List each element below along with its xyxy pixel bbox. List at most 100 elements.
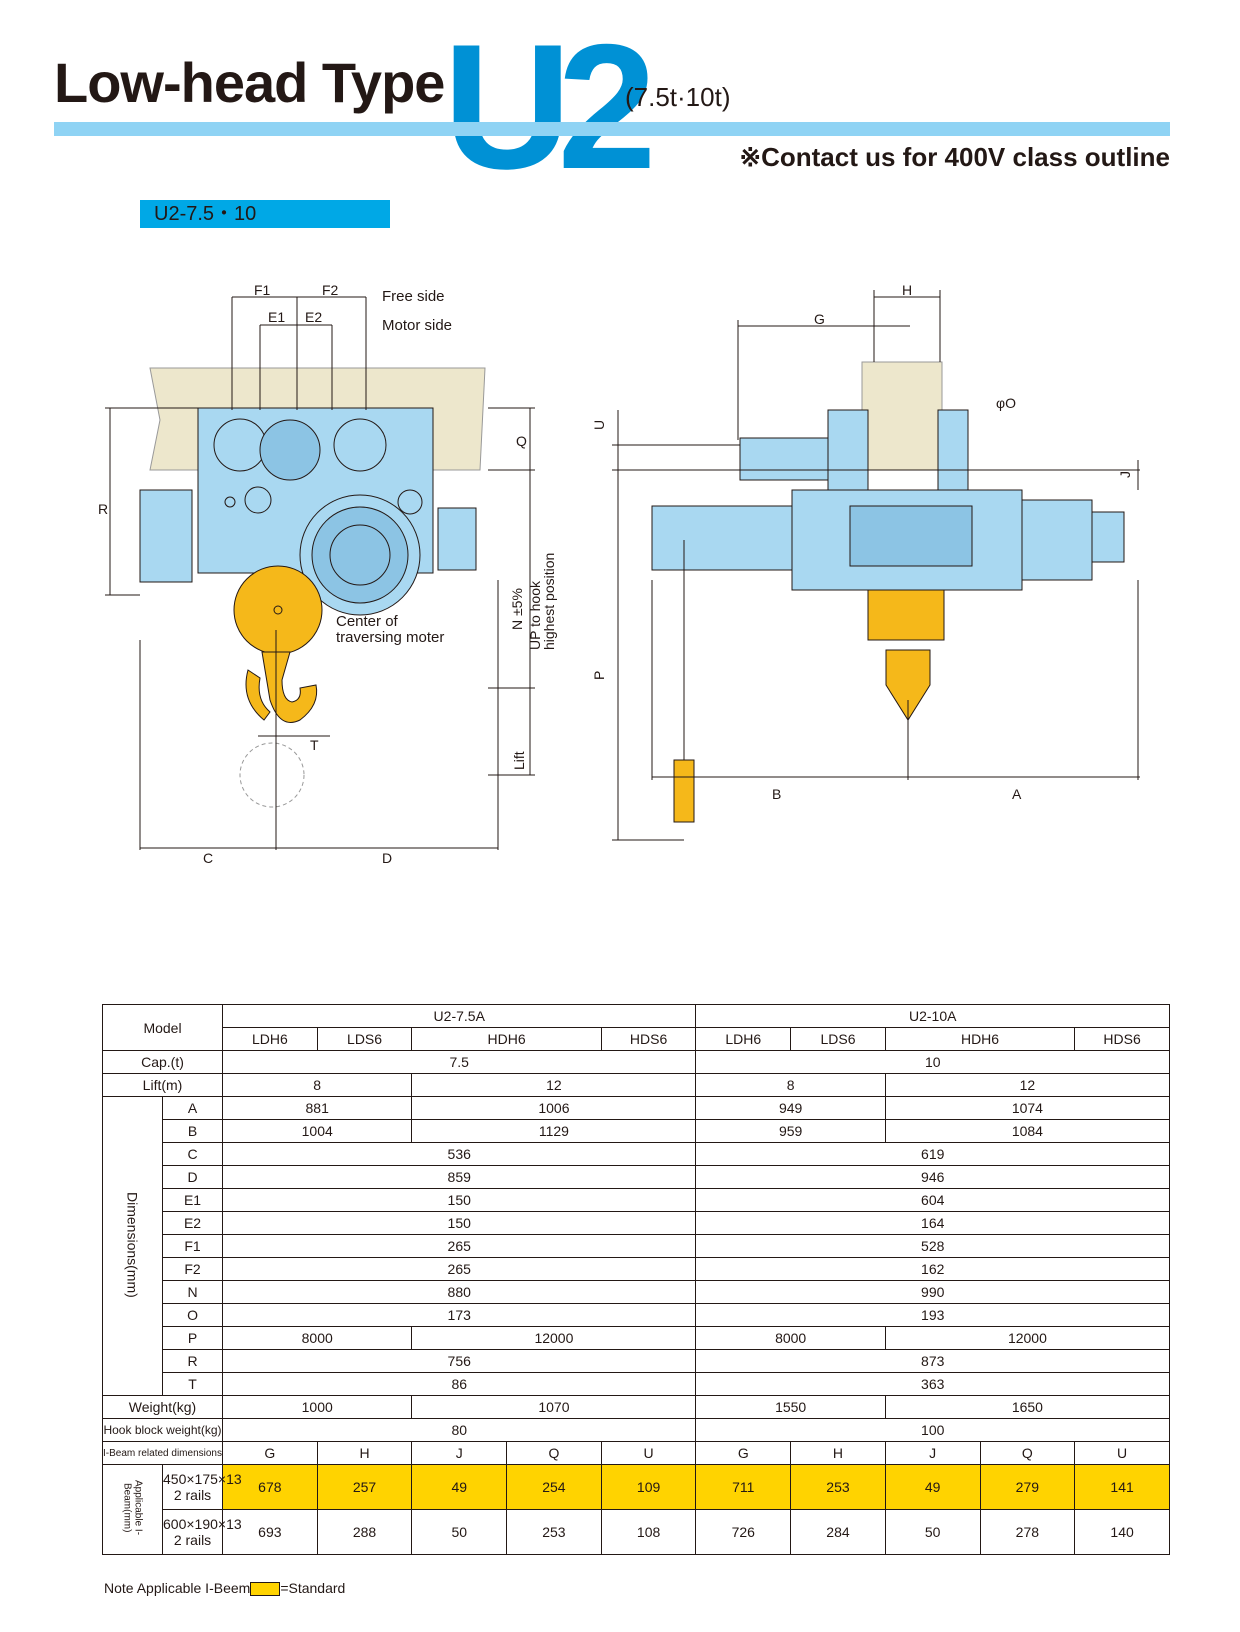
cell: 880 [222, 1280, 697, 1304]
cell: 536 [222, 1142, 697, 1166]
cell: 279 [979, 1464, 1076, 1510]
cell: 257 [316, 1464, 413, 1510]
label-r: R [98, 501, 108, 517]
beam-rails-text: 2 rails [173, 1487, 212, 1503]
variant: LDS6 [316, 1027, 413, 1051]
capacity-label: (7.5t·10t) [625, 82, 731, 112]
ibeam-col: Q [979, 1441, 1076, 1465]
label-e1: E1 [268, 309, 285, 325]
variant: LDH6 [222, 1027, 318, 1051]
group-header: U2-10A [695, 1004, 1170, 1028]
cell: 164 [695, 1211, 1170, 1235]
dimension-key: C [161, 1142, 224, 1166]
cell: 1070 [411, 1395, 697, 1419]
cell: 1129 [411, 1119, 697, 1143]
label-f1: F1 [254, 282, 271, 298]
pendant [673, 759, 695, 823]
applicable-label-text: Applicable I-Beam(mm) [121, 1480, 144, 1536]
cell: 1550 [695, 1395, 886, 1419]
label-highest: highest position [541, 553, 557, 650]
cell: 150 [222, 1211, 697, 1235]
cell: 49 [884, 1464, 981, 1510]
dimension-key: P [161, 1326, 224, 1350]
label-center-of: Center of [336, 613, 399, 630]
dimension-key: E1 [161, 1188, 224, 1212]
cell: 1074 [884, 1096, 1171, 1120]
cell: 1004 [222, 1119, 413, 1143]
cell: 108 [600, 1509, 697, 1555]
dimensions-label-text: Dimensions(mm) [124, 1191, 141, 1298]
cell: 173 [222, 1303, 697, 1327]
label-motor-side: Motor side [382, 317, 452, 334]
beam-size-text: 600×190×13 [163, 1516, 242, 1532]
label-u: U [591, 420, 607, 430]
cell: 8000 [222, 1326, 413, 1350]
hook-block-right [867, 589, 945, 641]
beam-size-text: 450×175×13 [163, 1471, 242, 1487]
applicable-label: Applicable I-Beam(mm) [102, 1464, 163, 1555]
label-up-hook: UP to hook [527, 580, 543, 650]
cell: 162 [695, 1257, 1170, 1281]
cell: 949 [695, 1096, 886, 1120]
note-legend: =Standard [280, 1580, 346, 1596]
label-f2: F2 [322, 282, 339, 298]
label-lift: Lift [511, 751, 527, 770]
cell: 265 [222, 1234, 697, 1258]
dimension-key: D [161, 1165, 224, 1189]
variant: LDS6 [790, 1027, 886, 1051]
label-h: H [902, 282, 912, 298]
weight-label: Weight(kg) [101, 1395, 224, 1419]
cell: 288 [316, 1509, 413, 1555]
dimension-key: R [161, 1349, 224, 1373]
cell: 990 [695, 1280, 1170, 1304]
cell: 50 [411, 1509, 508, 1555]
beam-rails-text: 2 rails [173, 1532, 212, 1548]
label-t: T [310, 737, 319, 753]
label-e2: E2 [305, 309, 322, 325]
dimension-key: T [161, 1372, 224, 1396]
ibeam-col: U [600, 1441, 697, 1465]
cell: 10 [695, 1050, 1170, 1074]
header-rule [54, 122, 1170, 136]
variant: HDS6 [600, 1027, 697, 1051]
lift-label: Lift(m) [101, 1073, 224, 1097]
cell: 193 [695, 1303, 1170, 1327]
standard-swatch [250, 1582, 281, 1597]
cap-label: Cap.(t) [101, 1050, 224, 1074]
cell: 363 [695, 1372, 1170, 1396]
label-d: D [382, 850, 392, 866]
cell: 49 [411, 1464, 508, 1510]
cell: 12000 [411, 1326, 697, 1350]
cell: 109 [600, 1464, 697, 1510]
cell: 141 [1074, 1464, 1170, 1510]
ibeam-col: J [411, 1441, 508, 1465]
dimension-key: N [161, 1280, 224, 1304]
ibeam-label: I-Beam related dimensions [101, 1441, 224, 1465]
cell: 278 [979, 1509, 1076, 1555]
model-heading: U2 [443, 7, 657, 206]
cell: 80 [222, 1418, 697, 1442]
cell: 604 [695, 1188, 1170, 1212]
cell: 1084 [884, 1119, 1171, 1143]
cell: 881 [222, 1096, 413, 1120]
cell: 7.5 [222, 1050, 697, 1074]
cell: 726 [695, 1509, 792, 1555]
cell: 254 [506, 1464, 602, 1510]
cell: 756 [222, 1349, 697, 1373]
hoist-drawing: F1 F2 E1 E2 Free side Motor side R Q N ±… [98, 282, 1140, 866]
dimensions-label: Dimensions(mm) [102, 1096, 163, 1396]
cell: 50 [884, 1509, 981, 1555]
cell: 12000 [884, 1326, 1171, 1350]
dimension-key: F2 [161, 1257, 224, 1281]
